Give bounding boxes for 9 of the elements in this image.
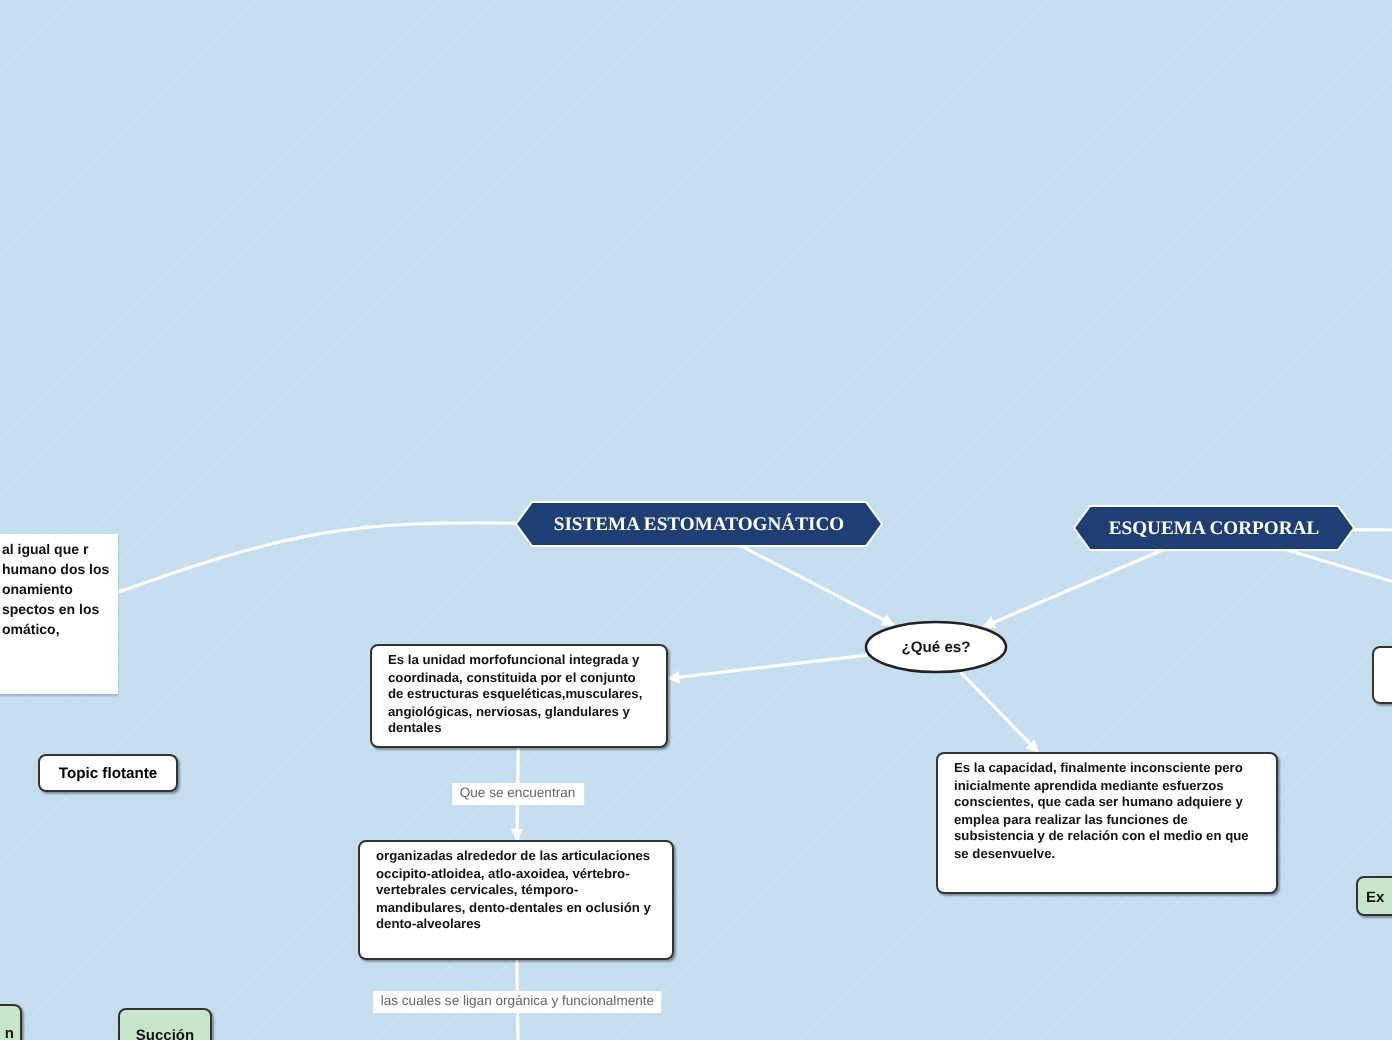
connector xyxy=(740,544,895,627)
topic-title: SISTEMA ESTOMATOGNÁTICO xyxy=(553,513,845,535)
topic-title: ESQUEMA CORPORAL xyxy=(1108,517,1320,539)
connector xyxy=(1286,548,1392,584)
connector xyxy=(959,671,1040,754)
connector xyxy=(666,653,868,684)
connector xyxy=(1354,527,1392,532)
connector xyxy=(982,548,1164,629)
connector xyxy=(117,521,516,594)
